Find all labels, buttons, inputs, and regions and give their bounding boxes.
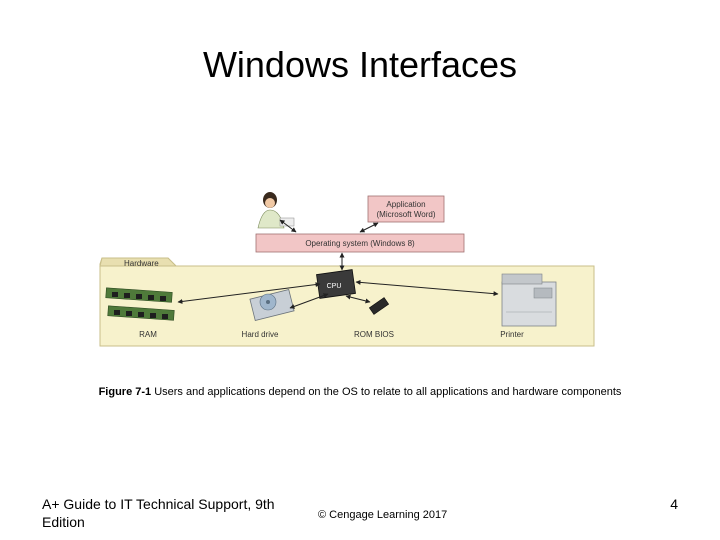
cpu-label: CPU xyxy=(327,283,342,290)
cpu-harddrive-arrow xyxy=(289,293,329,309)
application-box xyxy=(367,195,445,223)
page-number: 4 xyxy=(670,496,678,512)
os-label: Operating system (Windows 8) xyxy=(305,239,415,248)
figure-number: Figure 7-1 xyxy=(98,386,152,398)
ram-label: RAM xyxy=(139,330,157,339)
cpu-ram-arrow xyxy=(177,282,321,304)
user-figure xyxy=(257,192,295,229)
application-label-line1: Application xyxy=(386,200,425,209)
app-os-arrow xyxy=(359,222,379,233)
hardware-label: Hardware xyxy=(124,259,159,268)
footer-copyright: © Cengage Learning 2017 xyxy=(318,509,448,521)
footer-book-title: A+ Guide to IT Technical Support, 9th Ed… xyxy=(42,496,275,530)
hard-drive-label: Hard drive xyxy=(242,330,279,339)
caption-text: Users and applications depend on the OS … xyxy=(151,386,622,398)
cpu-printer-arrow xyxy=(355,279,499,297)
cpu-rombios-arrow xyxy=(345,294,371,304)
rom-bios-chip xyxy=(368,297,390,315)
user-os-arrow xyxy=(279,219,297,233)
figure-caption: Figure 7-1 Users and applications depend… xyxy=(0,386,720,398)
ram-modules xyxy=(105,287,175,321)
application-label-line2: (Microsoft Word) xyxy=(377,210,436,219)
rom-bios-label: ROM BIOS xyxy=(354,330,394,339)
printer-label: Printer xyxy=(500,330,524,339)
slide-title: Windows Interfaces xyxy=(202,44,518,85)
os-box xyxy=(255,233,465,253)
os-hardware-diagram: Hardware Application (Microsoft Word) Op… xyxy=(98,190,598,350)
printer xyxy=(501,273,557,327)
